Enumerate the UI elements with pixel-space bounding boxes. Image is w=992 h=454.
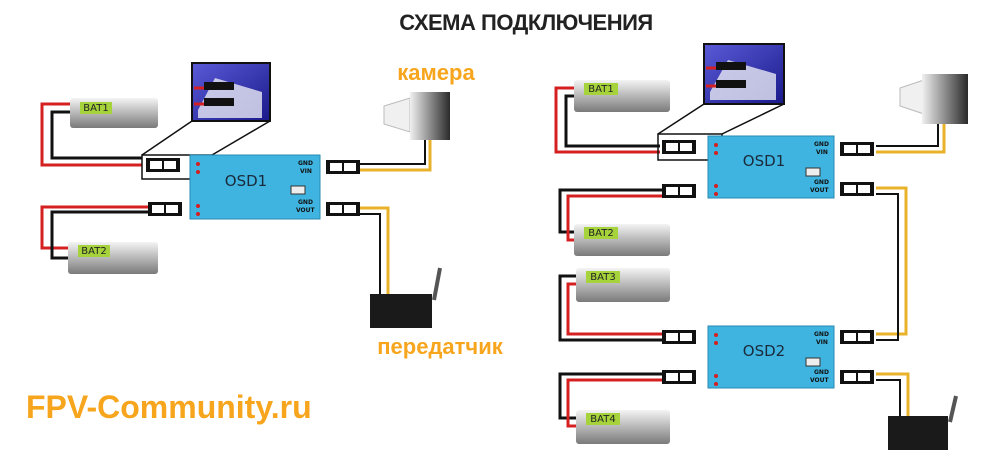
battery-label-bg [586, 413, 620, 425]
pin-vout: VOUT [810, 377, 830, 384]
osd1-board [707, 135, 835, 199]
camera-lens [383, 97, 411, 133]
wire-yellow [360, 140, 432, 172]
camera-lens [899, 79, 925, 115]
wire-black [360, 213, 381, 296]
battery-label: BAT2 [81, 246, 106, 257]
wire-black [360, 140, 426, 165]
pin-gnd: GND [298, 160, 313, 167]
wire-black [50, 210, 148, 260]
left-diagram: BAT1 BAT2 OSD1 GND VIN GND VOUT [26, 60, 504, 425]
wire-red [566, 194, 662, 242]
wire-black [876, 379, 901, 420]
transmitter [370, 294, 432, 328]
transmitter-label: передатчик [377, 334, 503, 359]
wire-red [554, 86, 660, 154]
osd1-label: OSD1 [743, 152, 785, 170]
battery-label-bg [78, 245, 110, 257]
battery-label: BAT2 [588, 228, 613, 239]
wire-red [40, 205, 148, 250]
wire-black [876, 193, 899, 341]
right-diagram: BAT1 BAT2 BAT3 BAT4 OSD1 GND VIN GND VOU… [554, 43, 968, 450]
board-switch [805, 167, 821, 177]
camera [410, 92, 450, 140]
camera-label: камера [397, 60, 475, 85]
wire-red [40, 102, 142, 167]
battery-label-bg [80, 102, 112, 114]
board-switch [290, 185, 306, 195]
wire-black [564, 94, 660, 148]
battery-label-bg [584, 227, 618, 239]
pin-vout: VOUT [296, 207, 316, 214]
osd2-board [707, 325, 835, 389]
pin-vin: VIN [300, 168, 312, 175]
antenna [948, 395, 958, 423]
wire-black [50, 110, 142, 160]
wire-yellow [360, 206, 390, 296]
wire-red [566, 282, 662, 336]
antenna [432, 267, 442, 301]
pin-vin: VIN [816, 149, 828, 156]
wire-yellow [876, 372, 910, 420]
camera [922, 74, 968, 124]
diagram-title: СХЕМА ПОДКЛЮЧЕНИЯ [399, 10, 652, 35]
pin-gnd: GND [814, 141, 829, 148]
battery-label-bg [584, 83, 618, 95]
wire-yellow [876, 186, 908, 336]
pin-vin: VIN [816, 339, 828, 346]
battery-label: BAT1 [83, 103, 108, 114]
watermark: FPV-Community.ru [26, 389, 312, 425]
osd1-label: OSD1 [225, 172, 267, 190]
pin-gnd: GND [298, 199, 313, 206]
pin-gnd: GND [814, 179, 829, 186]
wire-black [876, 124, 939, 147]
transmitter [888, 416, 948, 450]
pin-gnd: GND [814, 331, 829, 338]
battery-label: BAT1 [588, 84, 613, 95]
battery-label: BAT4 [590, 414, 615, 425]
wire-red [566, 378, 662, 428]
board-switch [805, 357, 821, 367]
osd2-label: OSD2 [743, 342, 785, 360]
pin-vout: VOUT [810, 187, 830, 194]
wire-black [558, 274, 662, 342]
battery-label: BAT3 [590, 272, 615, 283]
wire-yellow [876, 124, 946, 154]
pin-gnd: GND [814, 369, 829, 376]
battery-label-bg [586, 271, 620, 283]
